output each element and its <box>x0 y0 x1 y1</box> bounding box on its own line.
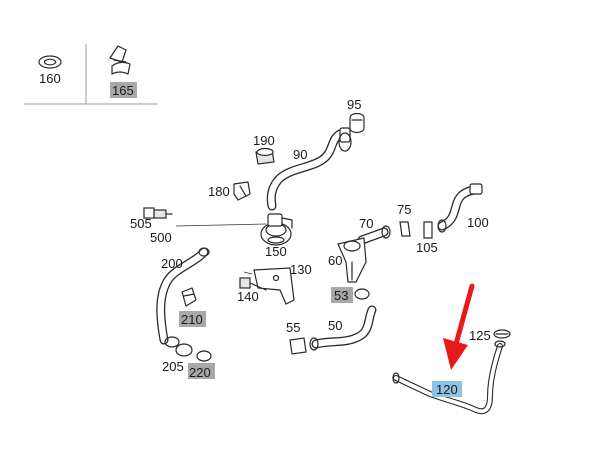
callout-60[interactable]: 60 <box>328 253 342 268</box>
highlight-220 <box>188 363 215 379</box>
callout-500[interactable]: 500 <box>150 230 172 245</box>
callout-50[interactable]: 50 <box>328 318 342 333</box>
part-70-connector <box>357 225 391 245</box>
part-165-clamp <box>109 45 131 75</box>
callout-210[interactable]: 210 <box>181 312 203 327</box>
callout-200[interactable]: 200 <box>161 256 183 271</box>
part-75-clip <box>399 221 411 237</box>
callout-70[interactable]: 70 <box>359 216 373 231</box>
callout-120[interactable]: 120 <box>436 382 458 397</box>
callout-220[interactable]: 220 <box>189 365 211 380</box>
callout-130[interactable]: 130 <box>290 262 312 277</box>
part-60-housing <box>337 237 367 283</box>
part-53-ring <box>354 288 370 300</box>
callout-190[interactable]: 190 <box>253 133 275 148</box>
part-95-clamp <box>349 112 365 134</box>
callout-165[interactable]: 165 <box>112 83 134 98</box>
highlight-53 <box>331 287 353 303</box>
hose-100 <box>437 183 483 233</box>
part-205-clamp <box>164 336 180 348</box>
highlight-120 <box>432 381 462 397</box>
callout-205[interactable]: 205 <box>162 359 184 374</box>
part-505-sensor <box>143 207 173 219</box>
callout-505[interactable]: 505 <box>130 216 152 231</box>
pipe-120 <box>392 340 506 415</box>
lead-140 <box>243 271 253 275</box>
callout-53[interactable]: 53 <box>334 288 348 303</box>
hose-200 <box>156 247 210 345</box>
part-190-cap <box>255 147 275 165</box>
callout-75[interactable]: 75 <box>397 202 411 217</box>
callout-160[interactable]: 160 <box>39 71 61 86</box>
highlight-165 <box>110 82 137 98</box>
part-125-clamp <box>493 329 511 339</box>
hose-90 <box>266 127 352 211</box>
hose-50 <box>309 305 377 351</box>
part-55-clip <box>289 337 307 355</box>
callout-125[interactable]: 125 <box>469 328 491 343</box>
callout-95[interactable]: 95 <box>347 97 361 112</box>
part-150-pump <box>260 213 293 246</box>
part-140-bolt <box>239 277 267 291</box>
part-210-clamp <box>181 287 197 307</box>
callout-140[interactable]: 140 <box>237 289 259 304</box>
part-180-bracket <box>233 181 251 201</box>
red-arrow-icon <box>443 283 475 370</box>
callout-55[interactable]: 55 <box>286 320 300 335</box>
lead-500 <box>175 223 267 227</box>
callout-180[interactable]: 180 <box>208 184 230 199</box>
callout-100[interactable]: 100 <box>467 215 489 230</box>
callout-90[interactable]: 90 <box>293 147 307 162</box>
legend-frame <box>24 44 158 105</box>
highlight-210 <box>179 311 206 327</box>
callout-105[interactable]: 105 <box>416 240 438 255</box>
part-130-bracket <box>253 267 295 305</box>
part-160-washer <box>38 55 62 69</box>
part-105-clamp <box>423 221 433 239</box>
callout-150[interactable]: 150 <box>265 244 287 259</box>
part-220-clamp <box>175 343 212 362</box>
